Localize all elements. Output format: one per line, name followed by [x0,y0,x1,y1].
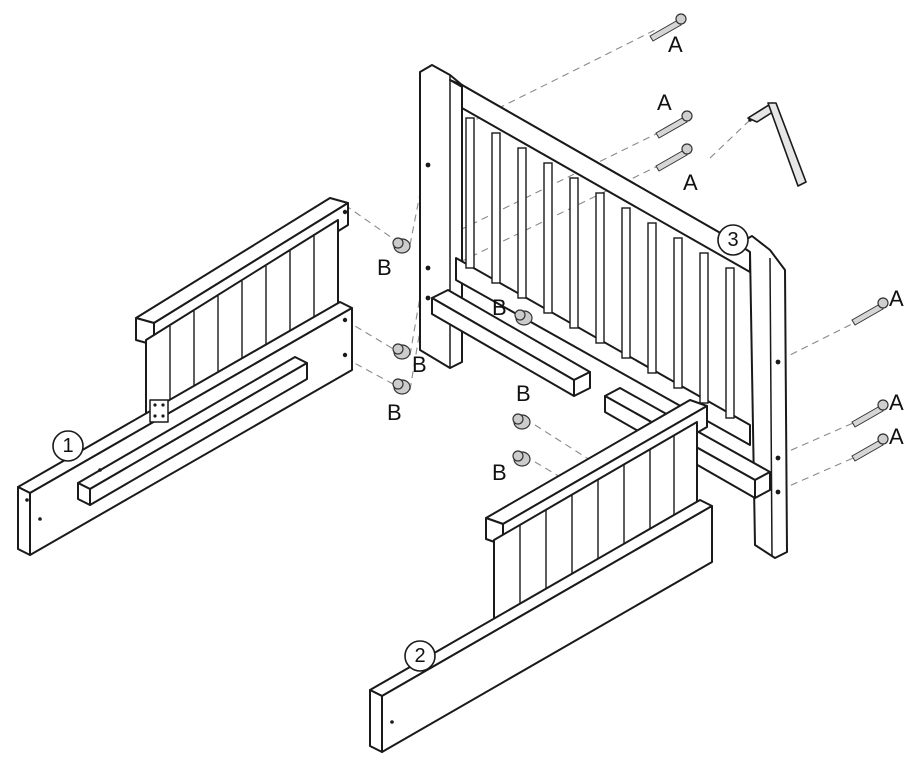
bolt-label: A [889,390,904,415]
bolt-icon [851,433,889,462]
bolt-icon [851,297,889,326]
part-1-side-rail: 1 [17,197,353,556]
barrel-nut-label: B [377,255,392,280]
bolt-icon [649,13,687,42]
barrel-nut-label: B [492,460,507,485]
barrel-nut-label: B [387,400,402,425]
bolt-icon [851,399,889,428]
svg-text:3: 3 [727,229,738,251]
part-number-3: 3 [717,224,749,256]
barrel-nuts [392,237,533,467]
bolts [649,13,889,462]
barrel-nut-icon [512,413,531,430]
bolt-label: A [889,286,904,311]
headboard-slats [465,117,735,419]
svg-text:2: 2 [414,645,425,667]
bolt-label: A [683,170,698,195]
barrel-nut-label: B [412,352,427,377]
barrel-nut-icon [512,450,531,467]
svg-text:1: 1 [62,435,73,457]
part-2-side-rail: 2 [369,399,713,753]
bolt-icon [655,143,693,172]
part-number-1: 1 [52,430,84,462]
hardware-labels: A A A A A A B B B B B B [377,32,904,485]
barrel-nut-icon [392,378,411,395]
barrel-nut-icon [392,237,411,254]
bolt-label: A [889,424,904,449]
barrel-nut-icon [514,309,533,326]
barrel-nut-label: B [492,295,507,320]
part-number-2: 2 [404,640,436,672]
allen-key-icon [747,102,807,187]
barrel-nut-icon [392,343,411,360]
part-3-headboard: 3 [419,64,788,559]
bolt-icon [655,110,693,139]
bolt-label: A [668,32,683,57]
bolt-label: A [657,90,672,115]
barrel-nut-label: B [516,381,531,406]
